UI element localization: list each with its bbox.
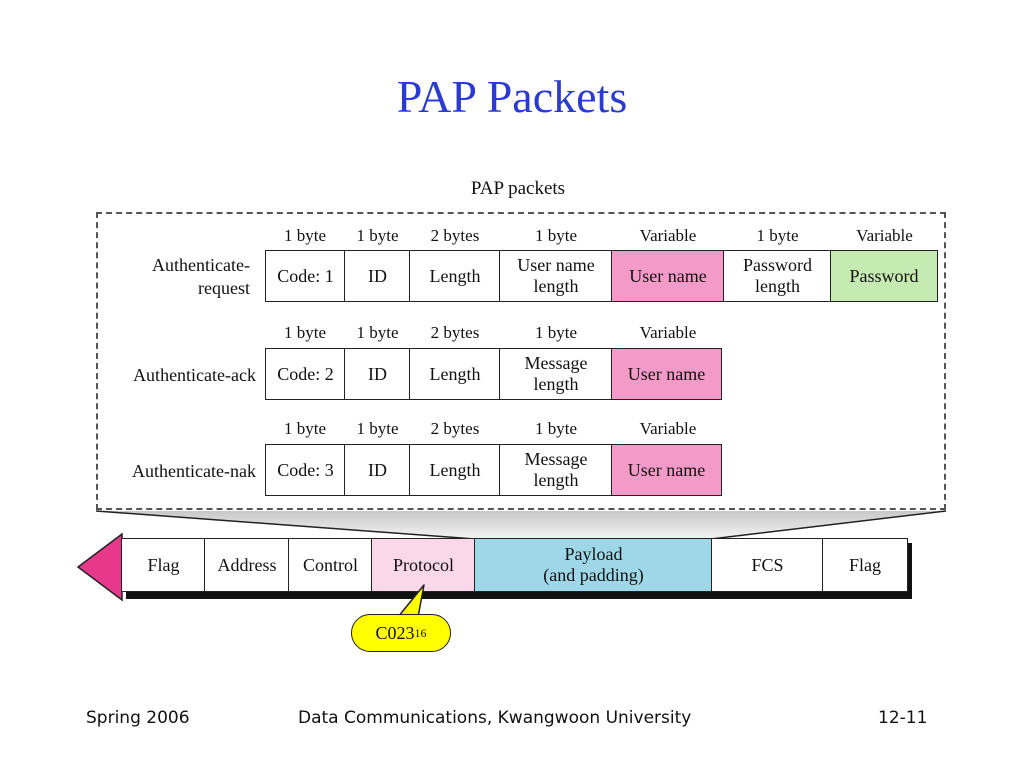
field-text: length [533, 374, 579, 394]
packet-label-authenticate-request: Authenticate- request [100, 254, 250, 300]
frame-field-address: Address [204, 538, 290, 592]
size-label: 1 byte [283, 226, 327, 245]
field-text: Code: 2 [277, 363, 334, 384]
field-text: Message [524, 449, 588, 469]
field-text: Password [849, 265, 919, 286]
field-text: Password [742, 255, 812, 275]
field-text: User name [627, 459, 706, 480]
packet-label-line: request [198, 278, 250, 298]
field-text: ID [368, 459, 387, 480]
funnel-edge-left [95, 510, 476, 540]
size-label: 1 byte [283, 323, 327, 342]
field-code: Code: 1 [265, 250, 346, 302]
size-label: 1 byte [356, 226, 399, 245]
field-message-length: Message length [499, 444, 613, 496]
footer-right: 12-11 [878, 708, 928, 728]
field-text: (and padding) [543, 565, 644, 585]
packet-label-authenticate-nak: Authenticate-nak [96, 460, 256, 483]
footer-left: Spring 2006 [86, 708, 190, 728]
size-label: 1 byte [356, 419, 399, 438]
size-label: Variable [856, 226, 913, 245]
field-text: User name [629, 265, 707, 286]
field-length: Length [409, 444, 501, 496]
size-label: 1 byte [534, 419, 578, 438]
frame-field-control: Control [288, 538, 373, 592]
field-user-name: User name [611, 444, 722, 496]
frame-field-flag-end: Flag [822, 538, 908, 592]
field-text: Address [217, 554, 277, 575]
field-code: Code: 2 [265, 348, 346, 400]
size-label: 2 bytes [430, 226, 480, 245]
field-text: Code: 1 [277, 265, 334, 286]
size-label: 1 byte [356, 323, 399, 342]
funnel-shape [96, 511, 946, 539]
field-text: length [755, 276, 800, 296]
field-user-name-length: User name length [499, 250, 613, 302]
size-label: 2 bytes [430, 419, 480, 438]
slide-title: PAP Packets [396, 71, 628, 122]
size-label: 1 byte [283, 419, 327, 438]
field-text: Message [524, 353, 588, 373]
field-text: Payload [564, 544, 623, 564]
field-user-name: User name [611, 348, 722, 400]
field-user-name: User name [611, 250, 725, 302]
size-label: Variable [639, 323, 697, 342]
packet-label-line: Authenticate- [152, 255, 250, 275]
field-password: Password [830, 250, 938, 302]
field-length: Length [409, 250, 501, 302]
field-text: Code: 3 [277, 459, 334, 480]
field-text: Flag [147, 554, 180, 575]
footer-center: Data Communications, Kwangwoon Universit… [298, 708, 692, 728]
size-label: 2 bytes [430, 323, 480, 342]
field-text: ID [368, 363, 387, 384]
size-label: Variable [639, 419, 697, 438]
field-text: FCS [751, 554, 784, 575]
diagram-title: PAP packets [470, 178, 566, 199]
packet-label-line: Authenticate-nak [132, 461, 256, 481]
field-message-length: Message length [499, 348, 613, 400]
size-label: 1 byte [756, 226, 799, 245]
field-text: length [533, 276, 579, 296]
field-text: Control [302, 554, 358, 575]
field-text: User name [517, 255, 595, 275]
field-text: length [533, 470, 579, 490]
field-text: Length [429, 363, 481, 384]
field-text: User name [627, 363, 706, 384]
field-id: ID [344, 250, 411, 302]
field-text: Length [429, 459, 481, 480]
size-label: 1 byte [534, 226, 578, 245]
callout-subscript: 16 [414, 625, 427, 640]
field-length: Length [409, 348, 501, 400]
field-password-length: Password length [723, 250, 832, 302]
callout-value: C023 [375, 622, 415, 643]
size-label: 1 byte [534, 323, 578, 342]
field-code: Code: 3 [265, 444, 346, 496]
field-text: ID [368, 265, 387, 286]
funnel-edge-right [710, 510, 947, 540]
packet-label-authenticate-ack: Authenticate-ack [96, 364, 256, 387]
field-text: Flag [848, 554, 881, 575]
frame-field-fcs: FCS [711, 538, 824, 592]
packet-label-line: Authenticate-ack [133, 365, 256, 385]
pap-packets-container [96, 212, 946, 510]
field-id: ID [344, 444, 411, 496]
field-text: Protocol [393, 554, 454, 575]
frame-field-protocol: Protocol [371, 538, 476, 592]
size-label: Variable [639, 226, 697, 245]
frame-field-payload: Payload (and padding) [474, 538, 713, 592]
field-text: Length [429, 265, 481, 286]
